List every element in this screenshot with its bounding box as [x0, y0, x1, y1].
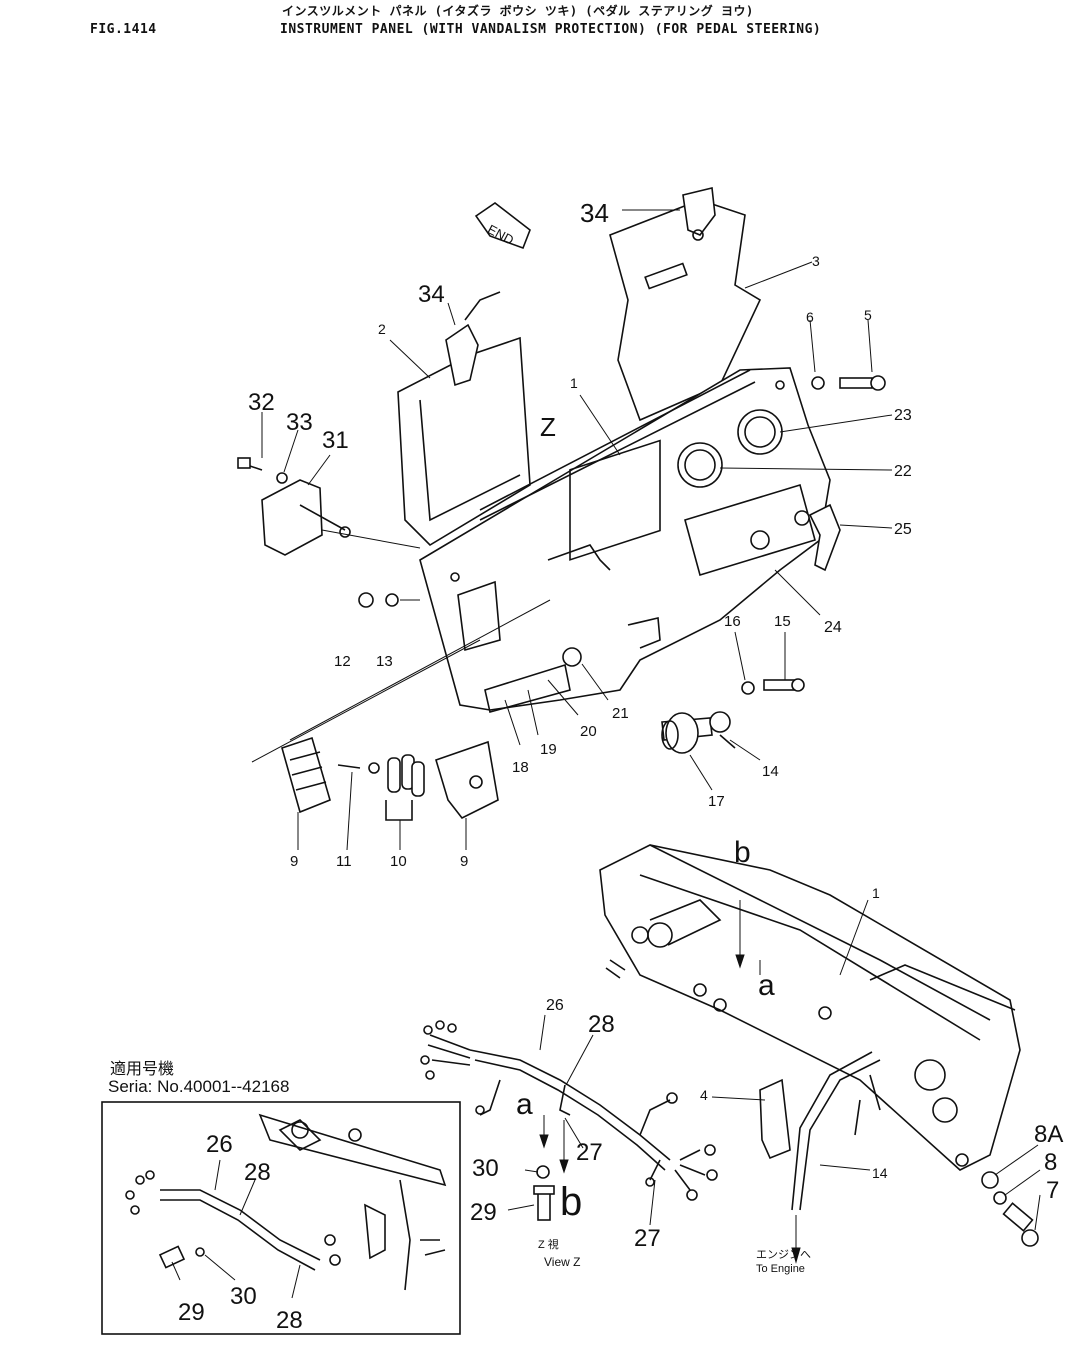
- callout-28: 28: [588, 1011, 615, 1038]
- serial-label-jp: 適用号機: [110, 1060, 174, 1078]
- callout-8a: 8A: [1034, 1121, 1063, 1148]
- callout-14-cable: 14: [872, 1165, 888, 1181]
- callout-2: 2: [378, 321, 386, 337]
- serial-range: Seria: No.40001--42168: [108, 1077, 289, 1096]
- figure-number: FIG.1414: [90, 22, 157, 37]
- wiring-harness: [420, 1020, 718, 1201]
- to-engine-jp: エンジンへ: [756, 1249, 811, 1261]
- cover-left: [397, 291, 531, 547]
- nut: [358, 592, 374, 608]
- callout-12: 12: [334, 653, 351, 670]
- clip: [536, 1165, 550, 1179]
- key-switch: [808, 503, 841, 572]
- callout-19: 19: [540, 741, 557, 758]
- callout-18: 18: [512, 759, 529, 776]
- washer: [385, 593, 399, 607]
- mount-hardware: [981, 1171, 1039, 1247]
- leader-lines: [171, 209, 1041, 1299]
- callout-b-bottom: b: [560, 1180, 582, 1224]
- title-japanese: インスツルメント パネル (イタズラ ボウシ ツキ) (ペダル ステアリング ヨ…: [282, 4, 754, 18]
- callout-14-horn: 14: [762, 763, 779, 780]
- callout-27-bottom: 27: [634, 1225, 661, 1252]
- inset-callout-30: 30: [230, 1283, 257, 1310]
- callout-30: 30: [472, 1155, 499, 1182]
- callout-labels: 34 3 34 2 6 5 32 33 31 1 Z 23 22 25 24 1…: [178, 198, 1063, 1334]
- callout-24: 24: [824, 619, 842, 636]
- callout-20: 20: [580, 723, 597, 740]
- inset-callout-29: 29: [178, 1299, 205, 1326]
- callout-10: 10: [390, 853, 407, 870]
- view-z-jp: Z 視: [538, 1237, 559, 1251]
- callout-23: 23: [894, 407, 912, 424]
- callout-32: 32: [248, 389, 275, 416]
- inset-callout-28-bottom: 28: [276, 1307, 303, 1334]
- title-english: INSTRUMENT PANEL (WITH VANDALISM PROTECT…: [280, 22, 822, 37]
- callout-26: 26: [546, 997, 564, 1014]
- diagram-notes: Z 視 View Z エンジンへ To Engine 適用号機 Seria: N…: [108, 1060, 811, 1275]
- callout-7: 7: [1046, 1177, 1059, 1204]
- callout-31: 31: [322, 427, 349, 454]
- callout-9-left: 9: [290, 853, 298, 870]
- callout-16: 16: [724, 613, 741, 630]
- callout-6: 6: [806, 309, 814, 325]
- cover-right: [609, 187, 762, 422]
- inset-callout-26: 26: [206, 1131, 233, 1158]
- callout-33: 33: [286, 409, 313, 436]
- switch-cover: [435, 740, 499, 820]
- callout-27-top: 27: [576, 1139, 603, 1166]
- serial-inset-drawing: [125, 1113, 447, 1291]
- bracket: [759, 1078, 791, 1160]
- callout-15: 15: [774, 613, 791, 630]
- callout-b-top: b: [734, 836, 751, 869]
- serial-inset-frame: [101, 1101, 461, 1335]
- engine-cable: [799, 1059, 881, 1211]
- fuse-set: [385, 754, 425, 821]
- callout-5: 5: [864, 307, 872, 323]
- callout-25: 25: [894, 521, 912, 538]
- callout-z: Z: [540, 412, 556, 442]
- callout-4: 4: [700, 1087, 708, 1103]
- callout-8: 8: [1044, 1149, 1057, 1176]
- callout-1-bottom: 1: [872, 885, 880, 901]
- callout-17: 17: [708, 793, 725, 810]
- callout-13: 13: [376, 653, 393, 670]
- callout-3: 3: [812, 253, 820, 269]
- callout-a-bottom: a: [516, 1088, 533, 1121]
- view-z-en: View Z: [544, 1255, 580, 1269]
- callout-34-cover: 34: [580, 198, 609, 228]
- callout-22: 22: [894, 463, 912, 480]
- callout-29: 29: [470, 1199, 497, 1226]
- horn-assembly: [661, 678, 805, 754]
- callout-a-top: a: [758, 969, 775, 1002]
- to-engine-en: To Engine: [756, 1263, 805, 1275]
- callout-21: 21: [612, 705, 629, 722]
- callout-1-top: 1: [570, 375, 578, 391]
- end-tag: END: [474, 202, 531, 250]
- panel-rear-view: [599, 844, 1021, 1171]
- bracket-assembly: [237, 457, 421, 556]
- callout-11: 11: [336, 853, 352, 870]
- panel-bolt: [811, 375, 886, 391]
- switch-block: [281, 736, 380, 814]
- inset-callout-28-top: 28: [244, 1159, 271, 1186]
- instrument-panel: [419, 367, 831, 713]
- callout-9-right: 9: [460, 853, 468, 870]
- callout-34-lock: 34: [418, 281, 445, 308]
